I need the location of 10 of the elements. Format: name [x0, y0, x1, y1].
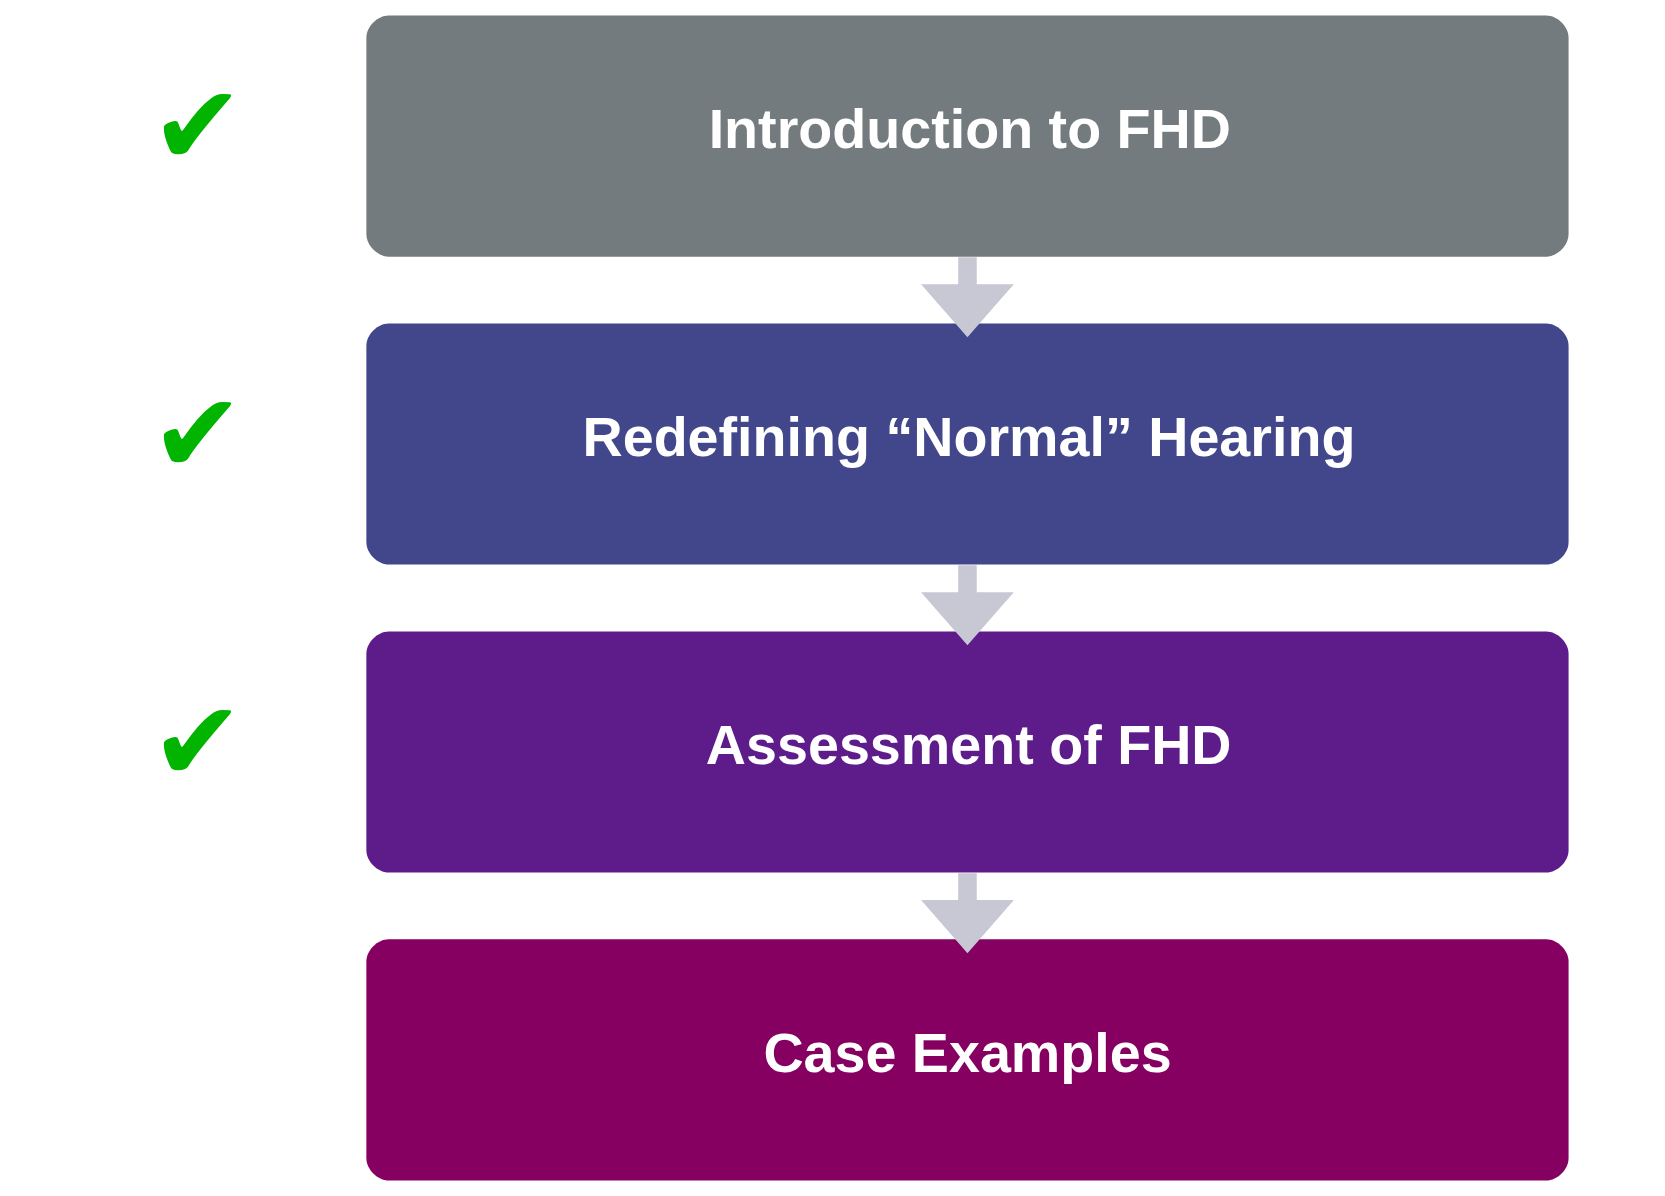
node-box: Assessment of FHD — [366, 631, 1569, 873]
arrow — [921, 565, 1014, 646]
arrow — [921, 257, 1014, 338]
node-label: ✔ — [151, 62, 245, 188]
arrow — [921, 873, 1014, 954]
node-box: Case Examples — [366, 939, 1569, 1181]
node-box: Redefining “Normal” Hearing — [366, 323, 1569, 565]
node-box: Introduction to FHD — [366, 15, 1569, 257]
node-label: ✔ — [151, 370, 245, 496]
node-label: ✔ — [151, 678, 245, 804]
